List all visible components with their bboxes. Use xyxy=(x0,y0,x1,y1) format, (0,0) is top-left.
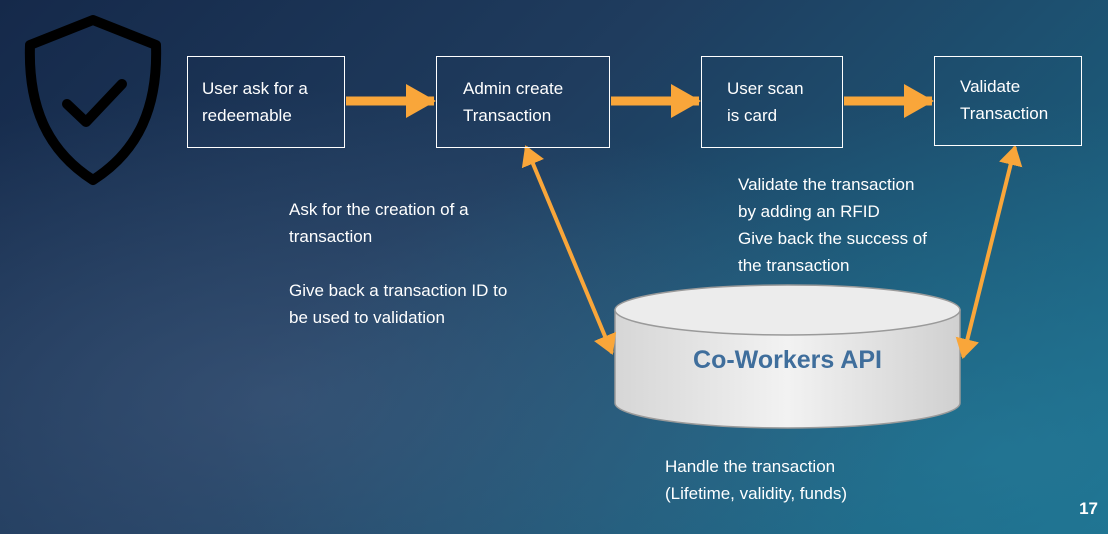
note-line: (Lifetime, validity, funds) xyxy=(665,484,848,503)
shield-check-icon xyxy=(24,15,162,185)
box-label: is card xyxy=(727,106,778,125)
box-label: Admin create xyxy=(463,79,564,98)
api-database-cylinder xyxy=(614,284,961,429)
page-number: 17 xyxy=(1079,499,1098,518)
arrow-admin-api xyxy=(521,145,617,355)
note-line: Handle the transaction xyxy=(665,457,836,476)
note-line: the transaction xyxy=(738,256,850,275)
step-user-scan-box: User scan is card xyxy=(701,56,843,148)
api-label: Co-Workers API xyxy=(693,346,882,374)
note-line: transaction xyxy=(289,227,373,246)
note-line: Give back the success of xyxy=(738,229,927,248)
note-handle-transaction: Handle the transaction (Lifetime, validi… xyxy=(665,453,847,507)
box-label: User scan xyxy=(727,79,804,98)
note-validate-transaction: Validate the transaction by adding an RF… xyxy=(738,171,927,279)
box-label: redeemable xyxy=(202,106,292,125)
step-admin-create-box: Admin create Transaction xyxy=(436,56,610,148)
step-validate-box: Validate Transaction xyxy=(934,56,1082,146)
note-line: Give back a transaction ID to xyxy=(289,281,508,300)
box-label: Validate xyxy=(960,77,1021,96)
note-line: be used to validation xyxy=(289,308,445,327)
box-label: Transaction xyxy=(960,104,1049,123)
step-user-ask-box: User ask for a redeemable xyxy=(187,56,345,148)
box-label: Transaction xyxy=(463,106,552,125)
note-spacer xyxy=(289,250,507,277)
arrow-validate-api xyxy=(955,145,1023,359)
note-line: Ask for the creation of a xyxy=(289,200,469,219)
box-label: User ask for a xyxy=(202,79,308,98)
note-create-transaction: Ask for the creation of a transaction Gi… xyxy=(289,196,507,331)
note-line: by adding an RFID xyxy=(738,202,880,221)
note-line: Validate the transaction xyxy=(738,175,915,194)
